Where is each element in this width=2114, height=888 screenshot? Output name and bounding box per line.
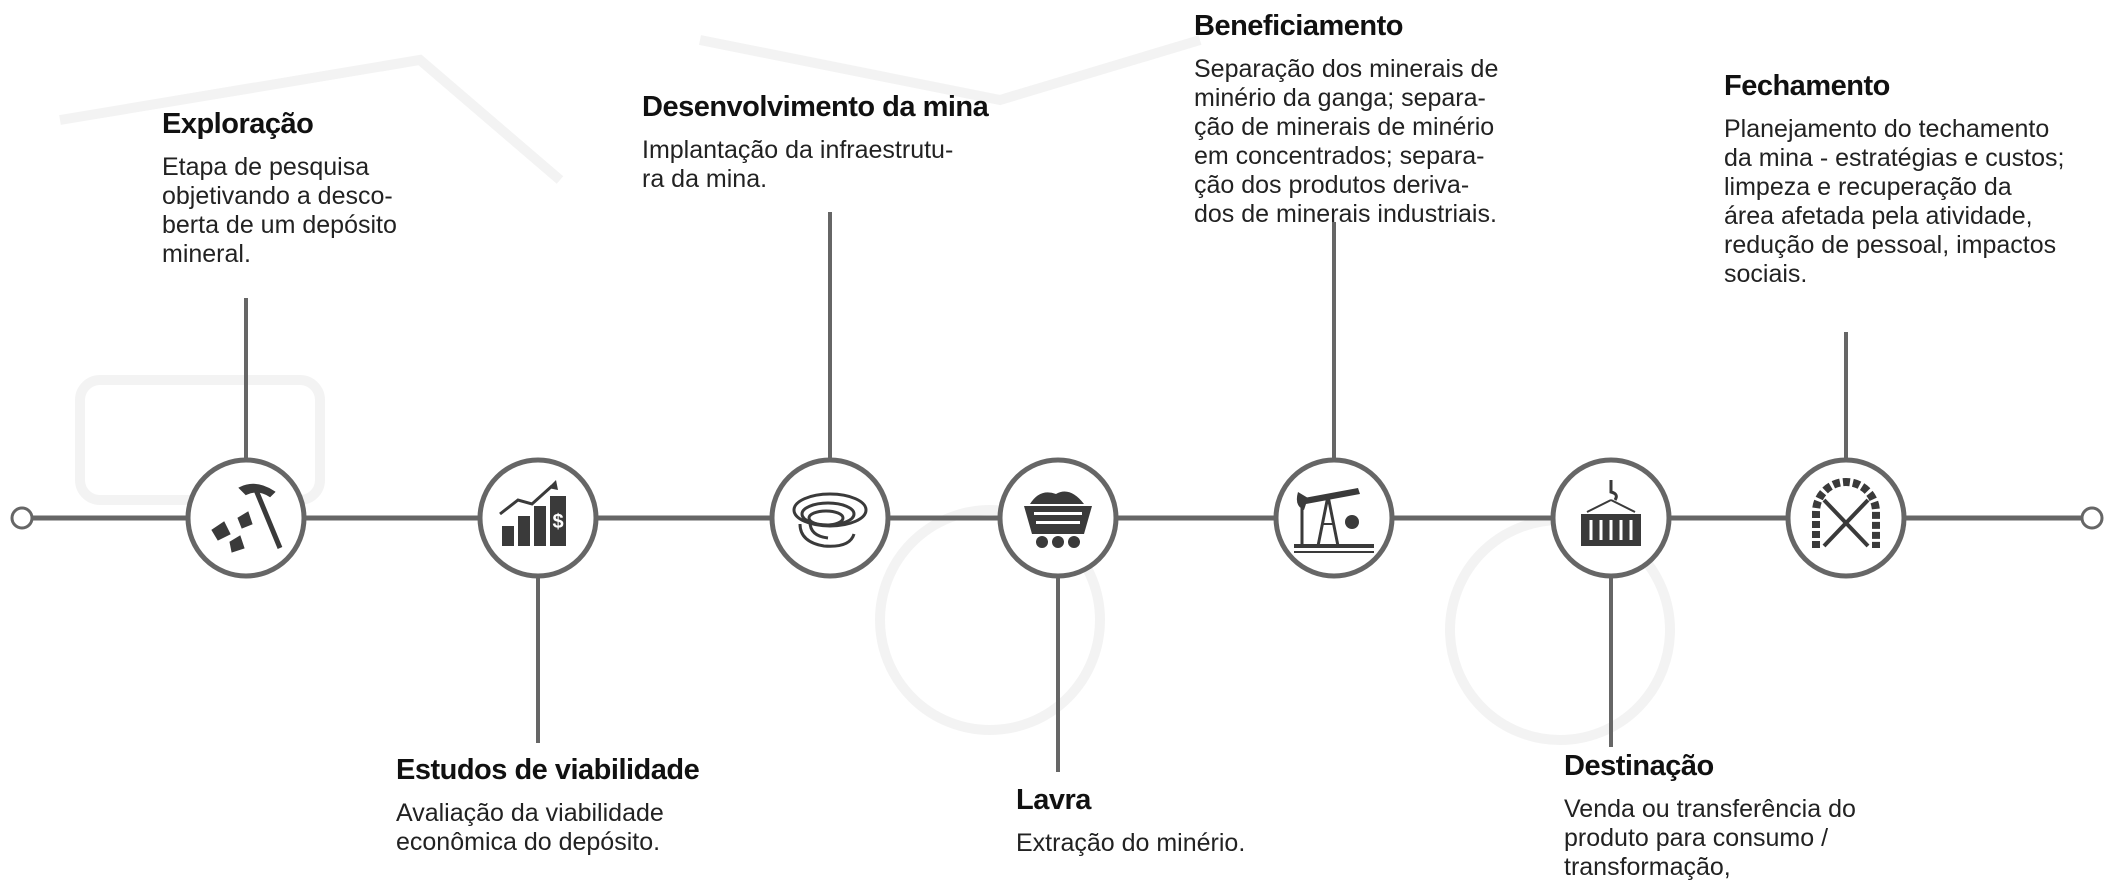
stage-title: Destinação [1564, 750, 1714, 782]
timeline-start-node [10, 506, 34, 530]
stage-text-fechamento: Fechamento Planejamento do techamento da… [1724, 70, 2064, 289]
stage-text-estudos: Estudos de viabilidade Avaliação da viab… [396, 754, 700, 857]
stage-description: Implantação da infraestrutu- ra da mina. [642, 136, 954, 193]
stage-title: Fechamento [1724, 70, 1890, 102]
stage-description: Planejamento do techamento da mina - est… [1724, 115, 2065, 288]
stage-node-destinacao [1550, 457, 1672, 579]
container-crane-icon [1581, 480, 1641, 546]
stage-title: Beneficiamento [1194, 10, 1403, 42]
stage-title: Exploração [162, 108, 314, 140]
open-pit-icon [792, 492, 868, 548]
stage-description: Separação dos minerais de minério da gan… [1194, 55, 1499, 228]
stage-title: Lavra [1016, 784, 1091, 816]
stage-node-desenvolvimento [769, 457, 891, 579]
growth-chart-dollar-icon: $ [499, 480, 566, 546]
stage-node-exploracao [185, 457, 307, 579]
connectors [244, 212, 1848, 772]
pump-jack-icon [1294, 488, 1374, 553]
stage-text-desenvolvimento: Desenvolvimento da mina Implantação da i… [642, 91, 989, 194]
stage-title: Estudos de viabilidade [396, 754, 700, 786]
pickaxe-ore-icon [211, 483, 283, 553]
stage-description: Extração do minério. [1016, 829, 1246, 857]
timeline-end-node [2080, 506, 2104, 530]
stage-text-lavra: Lavra Extração do minério. [1016, 784, 1245, 858]
stage-description: Etapa de pesquisa objetivando a desco- b… [162, 153, 397, 268]
mine-cart-icon [1024, 491, 1092, 548]
stage-description: Avaliação da viabilidade econômica do de… [396, 799, 664, 856]
stage-title: Desenvolvimento da mina [642, 91, 989, 123]
stage-text-destinacao: Destinação Venda ou transferência do pro… [1564, 750, 1856, 882]
tunnel-closed-icon [1812, 478, 1880, 548]
stage-description: Venda ou transferência do produto para c… [1564, 795, 1856, 881]
stage-node-estudos: $ [477, 457, 599, 579]
stage-node-fechamento [1785, 457, 1907, 579]
svg-text:$: $ [552, 511, 563, 533]
stage-text-exploracao: Exploração Etapa de pesquisa objetivando… [162, 108, 397, 269]
stage-node-beneficiamento [1273, 457, 1395, 579]
stage-text-beneficiamento: Beneficiamento Separação dos minerais de… [1194, 10, 1498, 229]
stage-node-lavra [997, 457, 1119, 579]
